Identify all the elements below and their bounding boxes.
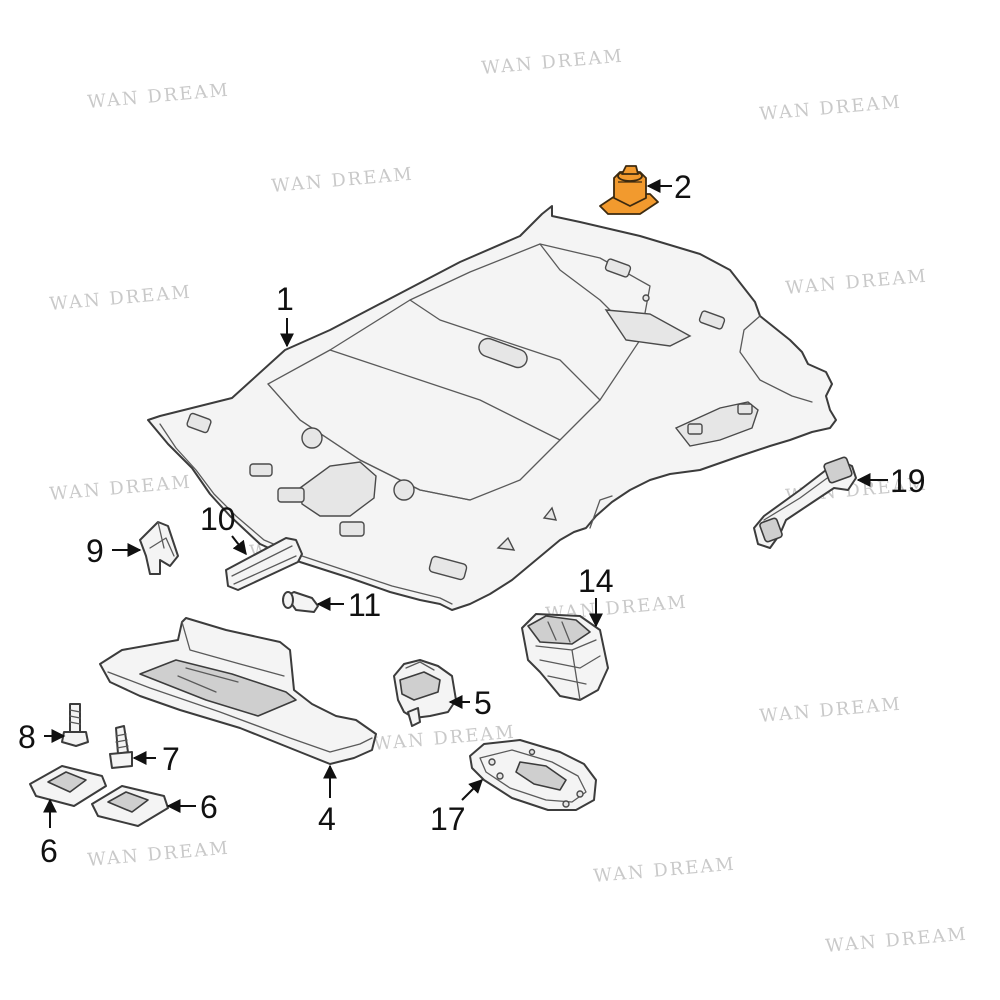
dome-lamp-base-part[interactable]: [469, 739, 597, 811]
callout-2: 2: [674, 169, 692, 205]
watermark: WAN DREAM: [759, 694, 903, 727]
switch-part[interactable]: [393, 659, 457, 727]
callout-9: 9: [86, 533, 104, 569]
watermark: WAN DREAM: [481, 46, 625, 79]
bracket-part[interactable]: [139, 521, 179, 575]
callout-17: 17: [430, 801, 466, 837]
callout-5: 5: [474, 685, 492, 721]
watermark: WAN DREAM: [49, 472, 193, 505]
callout-19: 19: [890, 463, 926, 499]
watermark: WAN DREAM: [271, 164, 415, 197]
headliner-part[interactable]: [147, 205, 837, 611]
clip-base-part-left[interactable]: [29, 765, 107, 807]
callout-11: 11: [348, 587, 381, 623]
callout-6-right: 6: [200, 789, 218, 825]
screw-part[interactable]: [109, 725, 133, 769]
callout-4: 4: [318, 801, 336, 837]
bolt-part[interactable]: [61, 703, 89, 747]
callout-6-left: 6: [40, 833, 58, 869]
leader-lines: [43, 179, 888, 828]
grab-handle-part[interactable]: [753, 456, 857, 549]
watermark: WAN DREAM: [87, 838, 231, 871]
watermark: WAN DREAM: [593, 854, 737, 887]
sun-visor-part[interactable]: [99, 617, 377, 765]
watermark: WAN DREAM: [759, 92, 903, 125]
callout-7: 7: [162, 741, 180, 777]
lamp-lens-part[interactable]: [225, 537, 303, 591]
watermark: WAN DREAM: [785, 266, 929, 299]
watermark: WAN DREAM: [825, 924, 969, 957]
console-switch-part[interactable]: [521, 613, 609, 701]
clip-part-highlighted[interactable]: [599, 165, 659, 215]
bulb-part[interactable]: [282, 591, 319, 613]
watermark: WAN DREAM: [49, 282, 193, 315]
watermark: WAN DREAM: [87, 80, 231, 113]
callout-14: 14: [578, 563, 614, 599]
callout-8: 8: [18, 719, 36, 755]
clip-base-part-right[interactable]: [91, 785, 169, 827]
callout-1: 1: [276, 281, 294, 317]
callout-labels: 1 2 19 9 10 11 14 5 4 17 8 7 6 6: [18, 169, 926, 869]
callout-10: 10: [200, 501, 236, 537]
